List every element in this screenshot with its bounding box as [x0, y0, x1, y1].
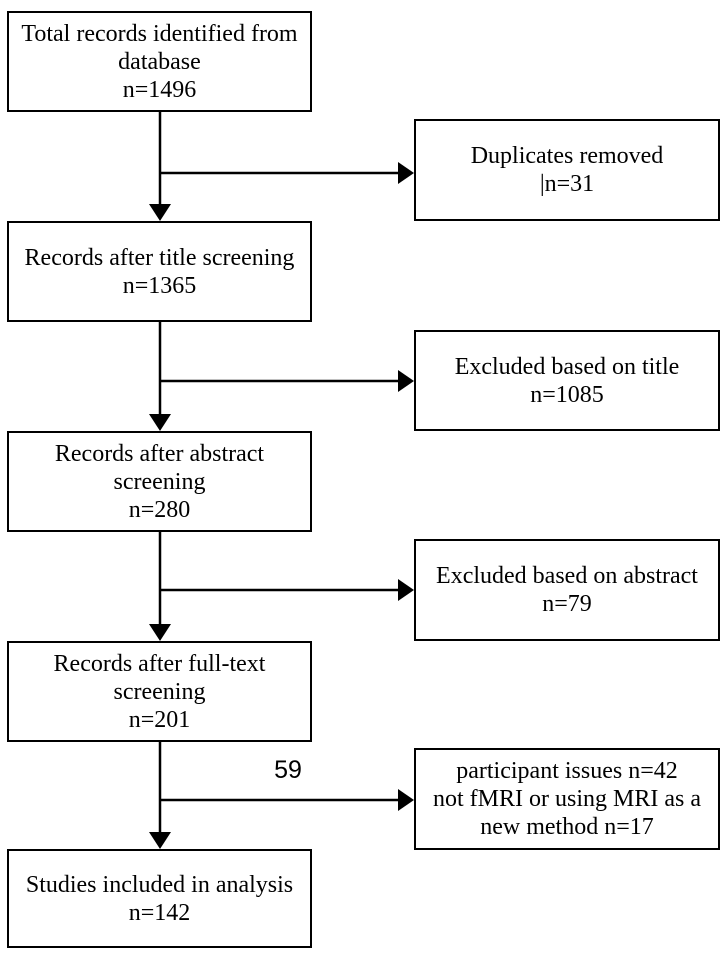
arrow-total-to-title — [149, 112, 171, 221]
box-duplicates-removed: Duplicates removed |n=31 — [414, 119, 720, 221]
box-excluded-title: Excluded based on title n=1085 — [414, 330, 720, 431]
arrow-to-excluded-abstract — [160, 579, 414, 601]
arrow-title-to-abstract — [149, 322, 171, 431]
box-title-screening: Records after title screening n=1365 — [7, 221, 312, 322]
edge-label-excluded-count: 59 — [274, 756, 302, 784]
box-exclusion-reasons: participant issues n=42 not fMRI or usin… — [414, 748, 720, 850]
box-excluded-abstract: Excluded based on abstract n=79 — [414, 539, 720, 641]
arrow-to-duplicates — [160, 162, 414, 184]
box-included: Studies included in analysis n=142 — [7, 849, 312, 948]
arrow-to-exclusion-reasons — [160, 789, 414, 811]
box-abstract-screening: Records after abstract screening n=280 — [7, 431, 312, 532]
arrow-abstract-to-fulltext — [149, 532, 171, 641]
box-fulltext-screening: Records after full-text screening n=201 — [7, 641, 312, 742]
arrow-to-excluded-title — [160, 370, 414, 392]
arrow-fulltext-to-included — [149, 742, 171, 849]
box-total-records: Total records identified from database n… — [7, 11, 312, 112]
